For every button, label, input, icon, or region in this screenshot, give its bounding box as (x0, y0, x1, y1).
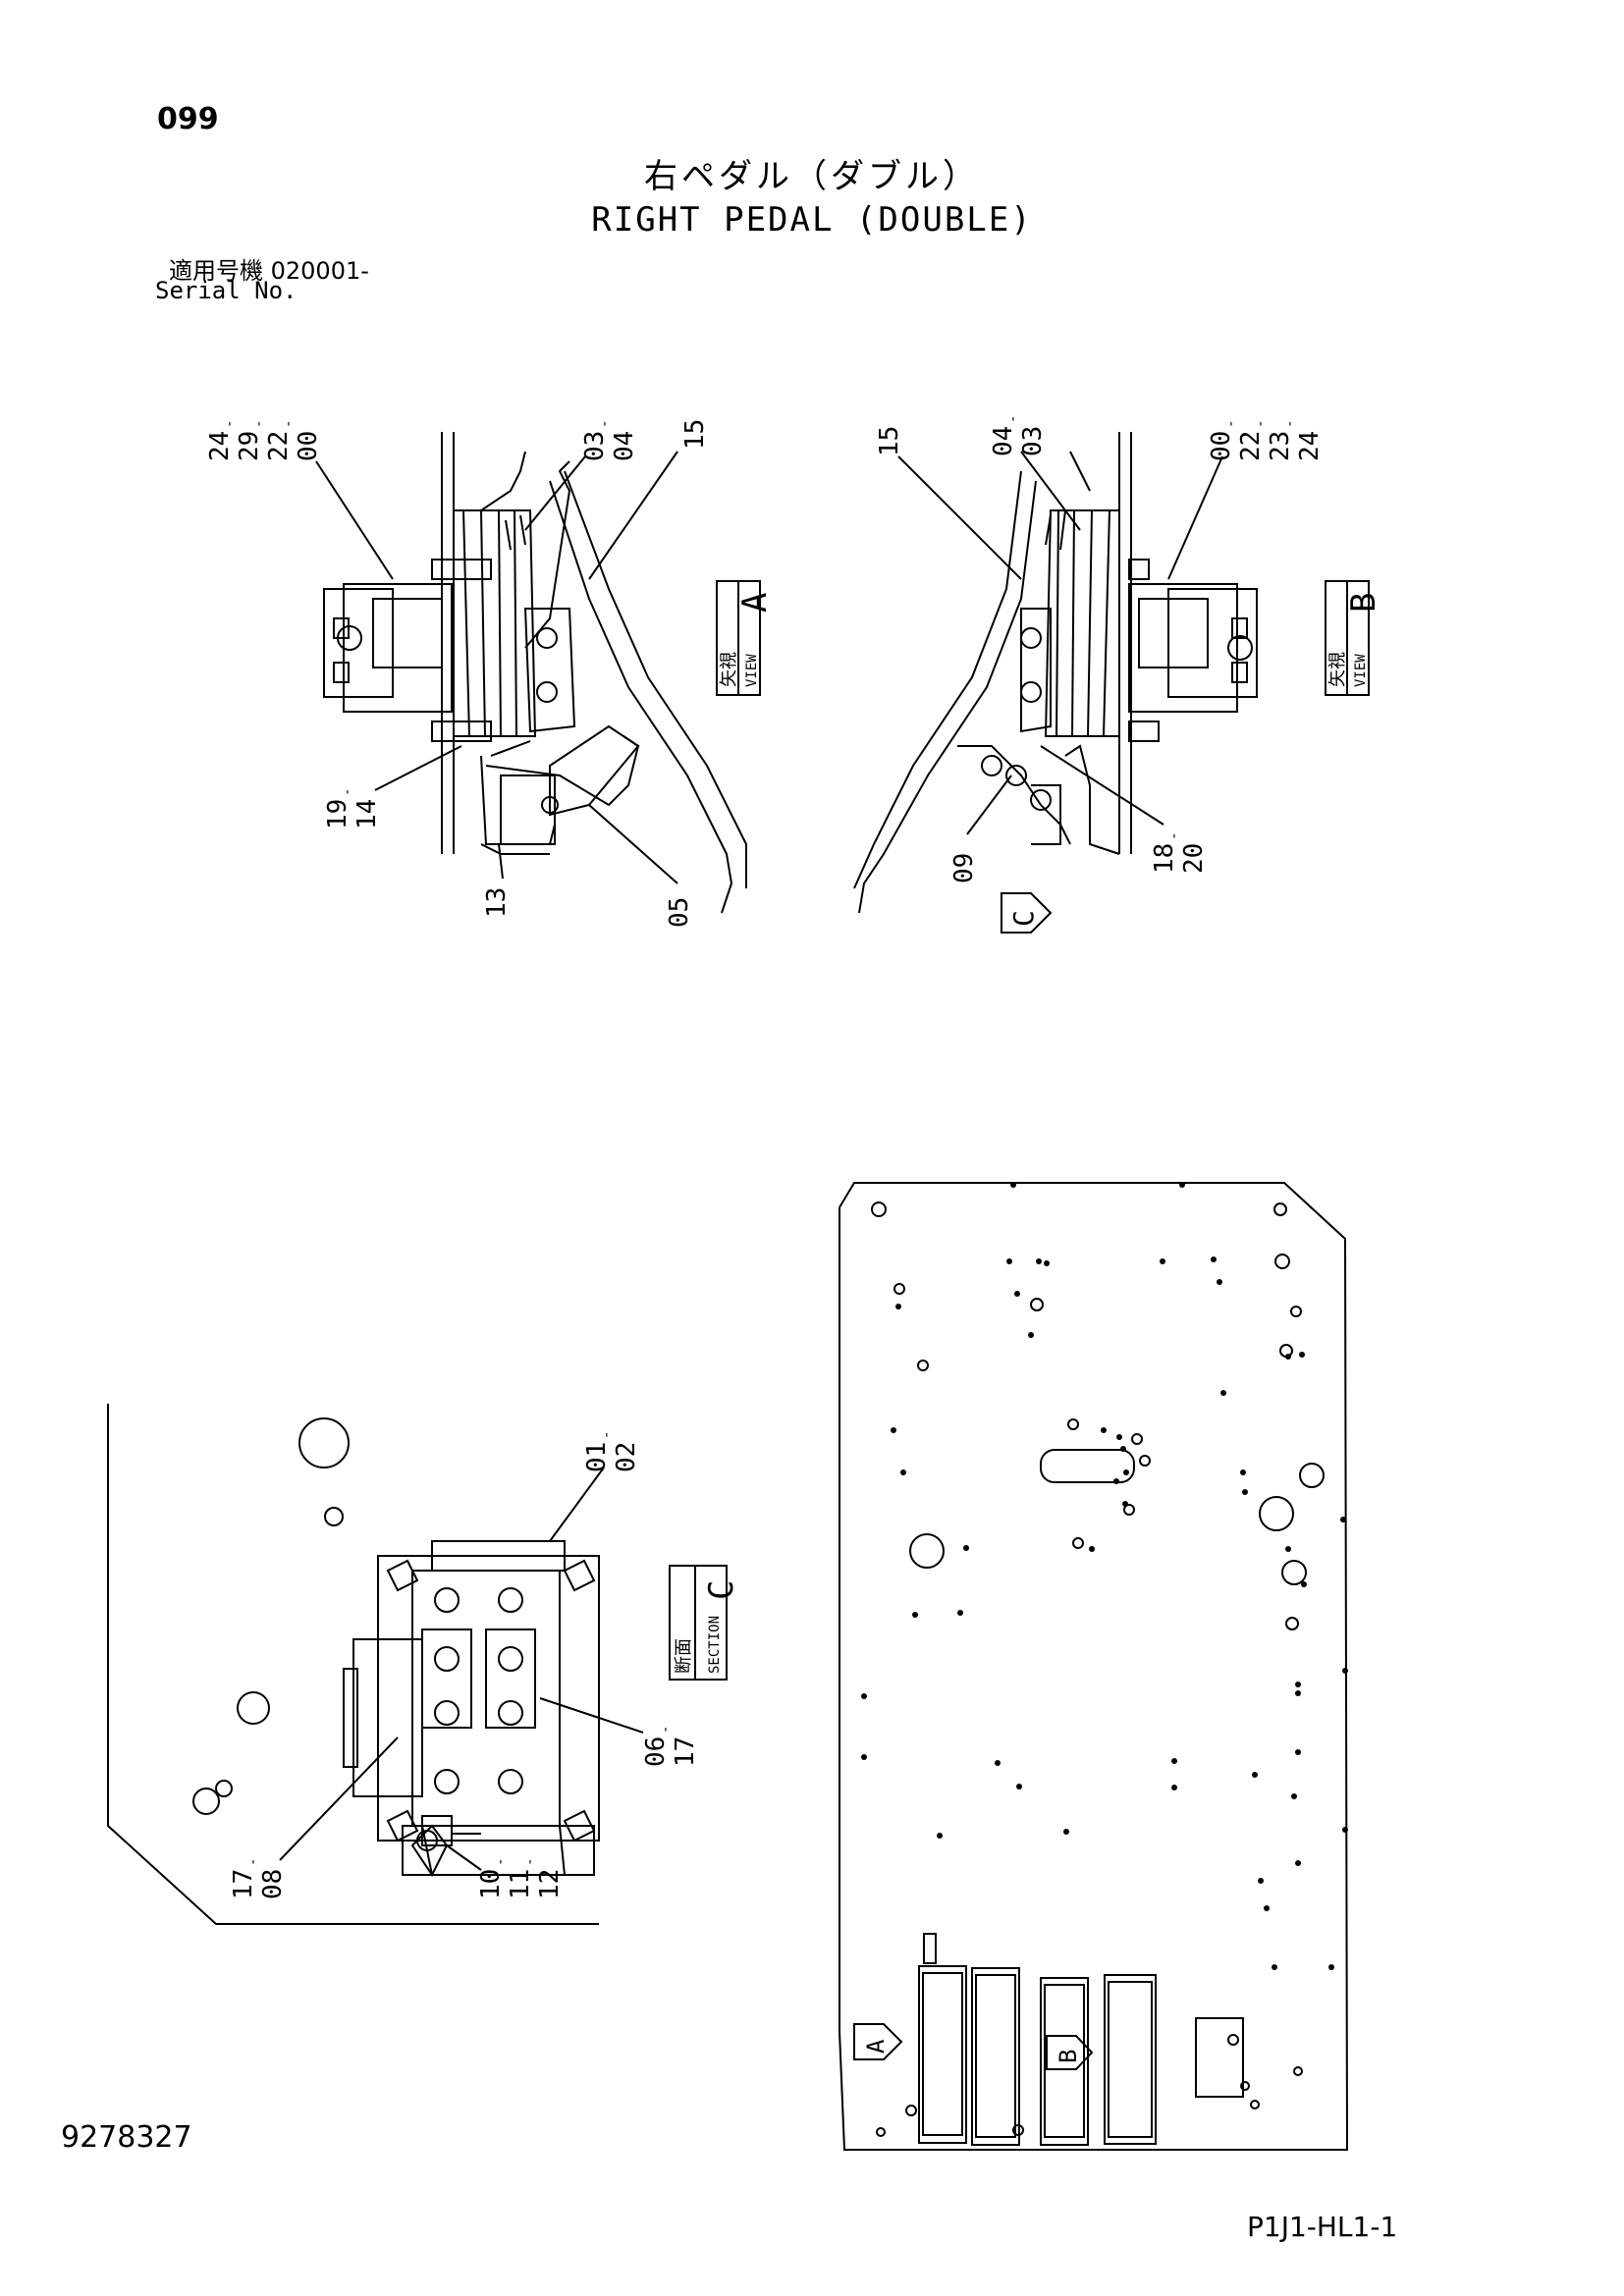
plate-arrow-a-letter: A (862, 2039, 890, 2054)
view-b-tag-text: B 矢視 VIEW (1327, 593, 1383, 687)
callout-17: 17 (671, 1736, 700, 1767)
svg-text:矢視: 矢視 (719, 652, 739, 687)
callout-06: 06 (641, 1736, 671, 1767)
svg-text:-: - (340, 788, 355, 796)
callout-00: 00 (1207, 431, 1236, 461)
callout-18: 18 (1150, 843, 1179, 874)
callout-22: 22 (264, 431, 294, 461)
svg-text:-: - (1282, 420, 1298, 428)
view-a-drawing (323, 432, 747, 914)
callout-15: 15 (680, 419, 710, 450)
section-c-tag (669, 1565, 728, 1681)
view-b-drawing (853, 432, 1258, 914)
svg-text:VIEW: VIEW (744, 654, 760, 687)
callout-13: 13 (482, 887, 512, 918)
svg-text:-: - (1166, 832, 1182, 840)
svg-text:-: - (597, 420, 613, 428)
callout-00: 00 (294, 431, 323, 461)
callout-20: 20 (1179, 843, 1209, 874)
callout-05: 05 (665, 897, 694, 928)
callout-11: 11 (506, 1869, 535, 1899)
callout-08: 08 (258, 1869, 288, 1899)
callout-17: 17 (229, 1869, 258, 1899)
callout-22: 22 (1236, 431, 1266, 461)
page-reference: P1J1-HL1-1 (1247, 2211, 1398, 2243)
section-c-leaders (279, 1467, 644, 1871)
svg-text:C: C (702, 1580, 741, 1600)
callout-29: 29 (235, 431, 264, 461)
svg-text:-: - (658, 1726, 674, 1734)
plate-arrow-a (853, 2023, 903, 2060)
svg-text:VIEW: VIEW (1353, 654, 1369, 687)
svg-text:-: - (281, 420, 297, 428)
plate-arrow-b (1046, 2035, 1094, 2070)
callout-24: 24 (1295, 431, 1325, 461)
view-a-callout-labels: 24 - 29 - 22 - 00 03 - 04 15 19 - 14 13 … (205, 419, 710, 928)
callout-04: 04 (610, 431, 639, 461)
svg-text:-: - (522, 1858, 538, 1866)
callout-02: 02 (612, 1442, 641, 1472)
view-b-leaders (897, 451, 1223, 835)
callout-15: 15 (875, 426, 904, 456)
title-english: RIGHT PEDAL (DOUBLE) (591, 200, 1033, 240)
svg-text:-: - (599, 1431, 615, 1439)
svg-text:-: - (222, 420, 238, 428)
svg-text:断面: 断面 (674, 1638, 694, 1674)
callout-12: 12 (535, 1869, 565, 1899)
view-b-callout-labels: 15 04 - 03 00 - 22 - 23 - 24 09 18 - 20 (875, 415, 1325, 883)
plate-arrow-b-letter: B (1055, 2050, 1082, 2063)
view-a-tag-text: A 矢視 VIEW (719, 593, 775, 687)
section-c-drawing (107, 1404, 600, 1925)
serial-label-japanese: 適用号機 020001- (169, 257, 369, 285)
view-c-arrow (1001, 892, 1053, 934)
svg-text:矢視: 矢視 (1327, 652, 1348, 687)
svg-text:-: - (1223, 420, 1239, 428)
callout-01: 01 (582, 1442, 612, 1472)
svg-text:-: - (251, 420, 267, 428)
svg-text:-: - (1005, 415, 1021, 423)
callout-24: 24 (205, 431, 235, 461)
svg-text:-: - (493, 1858, 509, 1866)
view-a-leaders (315, 451, 678, 884)
svg-text:A: A (735, 593, 775, 613)
svg-text:-: - (1253, 420, 1269, 428)
section-c-callout-labels: 01 - 02 06 - 17 17 - 08 10 - 11 - 12 (229, 1431, 700, 1899)
drawing-number: 9278327 (61, 2120, 192, 2155)
svg-text:SECTION: SECTION (707, 1616, 723, 1674)
serial-label-english: Serial No. (155, 277, 298, 304)
callout-09: 09 (949, 853, 979, 883)
page-number: 099 (157, 102, 219, 136)
callout-03: 03 (1018, 426, 1048, 456)
floor-plate-drawing (839, 1182, 1349, 2151)
svg-text:-: - (245, 1858, 261, 1866)
title-japanese: 右ペダル（ダブル） (644, 157, 980, 196)
section-c-tag-text: C 断面 SECTION (674, 1580, 741, 1674)
callout-04: 04 (989, 426, 1018, 456)
svg-text:B: B (1344, 593, 1383, 613)
callout-14: 14 (352, 799, 382, 829)
callout-19: 19 (323, 799, 352, 829)
view-c-arrow-letter: C (1007, 910, 1040, 927)
callout-23: 23 (1266, 431, 1295, 461)
callout-10: 10 (476, 1869, 506, 1899)
callout-03: 03 (580, 431, 610, 461)
